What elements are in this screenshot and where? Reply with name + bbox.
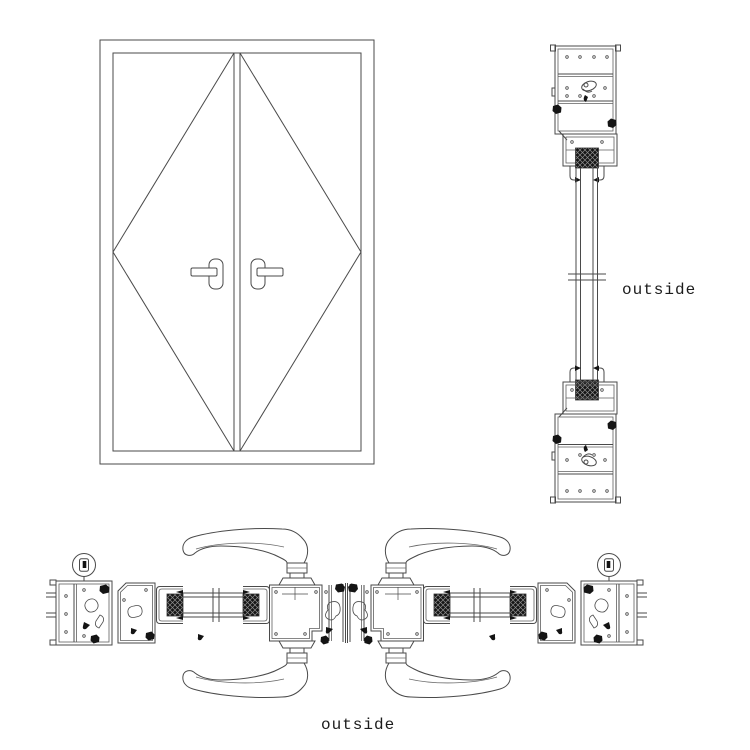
lever-handle-outside [182,527,316,586]
jamb-profile [55,580,113,646]
left-leaf-swing-lines [112,52,235,452]
leaf-hinge-stile [117,582,156,644]
gasket-blob [607,118,617,128]
door-handle-left [190,258,224,290]
gasket-blob [99,584,110,594]
top-sash-profile [558,130,618,183]
right-leaf-swing-lines [239,52,362,452]
bottom-sash-profile [558,365,618,418]
lever-grip [182,662,309,699]
door-handle-right [250,258,284,290]
screw-marks [565,55,609,98]
roller-mechanism [581,445,597,467]
gasket-blob [335,583,345,593]
lock-mechanism [325,601,341,621]
screw-marks [64,588,86,638]
cut-ticks [46,579,57,646]
glazing-pocket-hinge [156,586,204,641]
horizontal-section-right-half [347,527,648,699]
detail-marker [72,553,96,581]
gasket-blob [145,631,155,641]
handle-rosette [278,577,316,586]
screw-marks [565,453,609,493]
horizontal-section-left-half [46,527,346,699]
seal-profile [95,614,104,629]
seal-profile [127,605,143,618]
detail-marker-icon [79,558,89,572]
glazing-edge-seal [242,593,260,617]
lever-handle-inside [182,640,316,699]
glazing-unit-horizontal [183,588,243,622]
gasket-blob [607,420,617,430]
gasket-blob [552,434,562,444]
door-frame-outer [99,39,375,465]
seal-profile [84,598,99,613]
glazing-unit-vertical [568,168,606,380]
gasket-blob [90,634,100,644]
door-elevation [99,39,375,465]
roller-mechanism [581,80,597,102]
outside-label-vertical-section: outside [622,281,697,299]
gasket-blob [552,104,562,114]
vertical-section [550,44,621,504]
lever-grip [182,527,309,564]
glazing-edge-seal [166,593,184,617]
glazing-edge-seal [575,379,599,401]
leaf-lock-stile [269,584,323,642]
head-frame-profile [550,44,621,135]
leaf-lock-edge [320,583,346,645]
door-frame-inner [112,52,362,452]
handle-rosette [278,640,316,649]
gasket-blob [320,635,329,645]
horizontal-section [46,527,648,699]
glazing-edge-seal [575,147,599,169]
outside-label-horizontal-section: outside [321,716,396,734]
glazing-pocket-lock [242,586,270,624]
sill-frame-profile [550,413,621,504]
